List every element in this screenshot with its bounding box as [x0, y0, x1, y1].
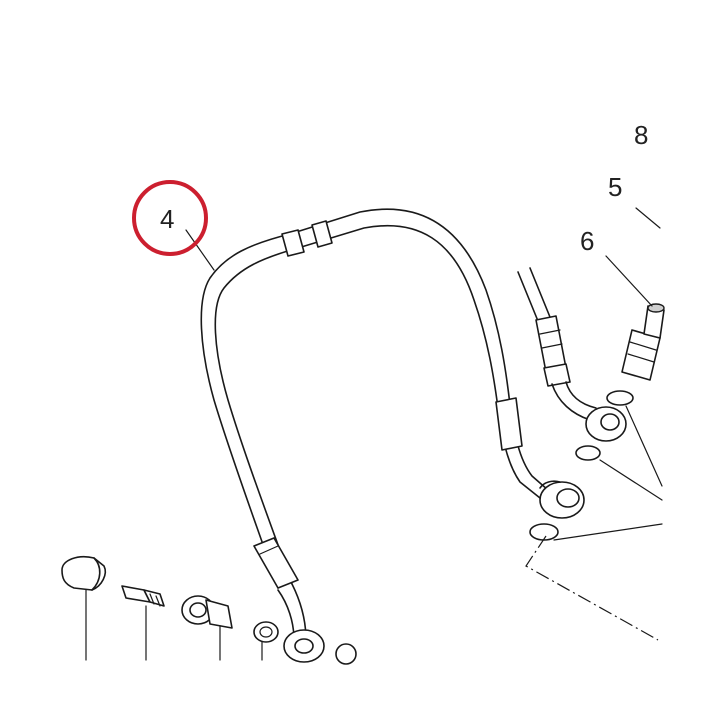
pressure-switch[interactable] [621, 303, 665, 381]
leader-washer-3 [553, 523, 663, 541]
leader-5 [635, 207, 661, 229]
bleed-valve[interactable] [121, 585, 165, 607]
assembly-axis [525, 535, 659, 641]
lower-banjo-fitting[interactable] [253, 621, 357, 665]
bleed-cap[interactable] [61, 555, 107, 591]
washer-1[interactable] [606, 390, 634, 406]
secondary-hose[interactable] [517, 267, 627, 442]
callout-4[interactable]: 4 [160, 204, 174, 234]
brake-hose[interactable] [200, 208, 549, 641]
washer-3[interactable] [529, 523, 559, 541]
leader-6 [605, 255, 653, 307]
washer-2[interactable] [575, 445, 601, 461]
right-banjo-fitting[interactable] [539, 480, 585, 519]
leader-4 [185, 229, 215, 271]
leader-washer-1 [625, 405, 663, 487]
callout-5[interactable]: 5 [608, 172, 622, 202]
callout-6[interactable]: 6 [580, 226, 594, 256]
highlight-circle [132, 180, 208, 256]
sealing-washers[interactable] [529, 390, 634, 541]
leader-washer-2 [599, 459, 663, 501]
callout-8[interactable]: 8 [634, 120, 648, 150]
union-fitting[interactable] [181, 595, 233, 629]
